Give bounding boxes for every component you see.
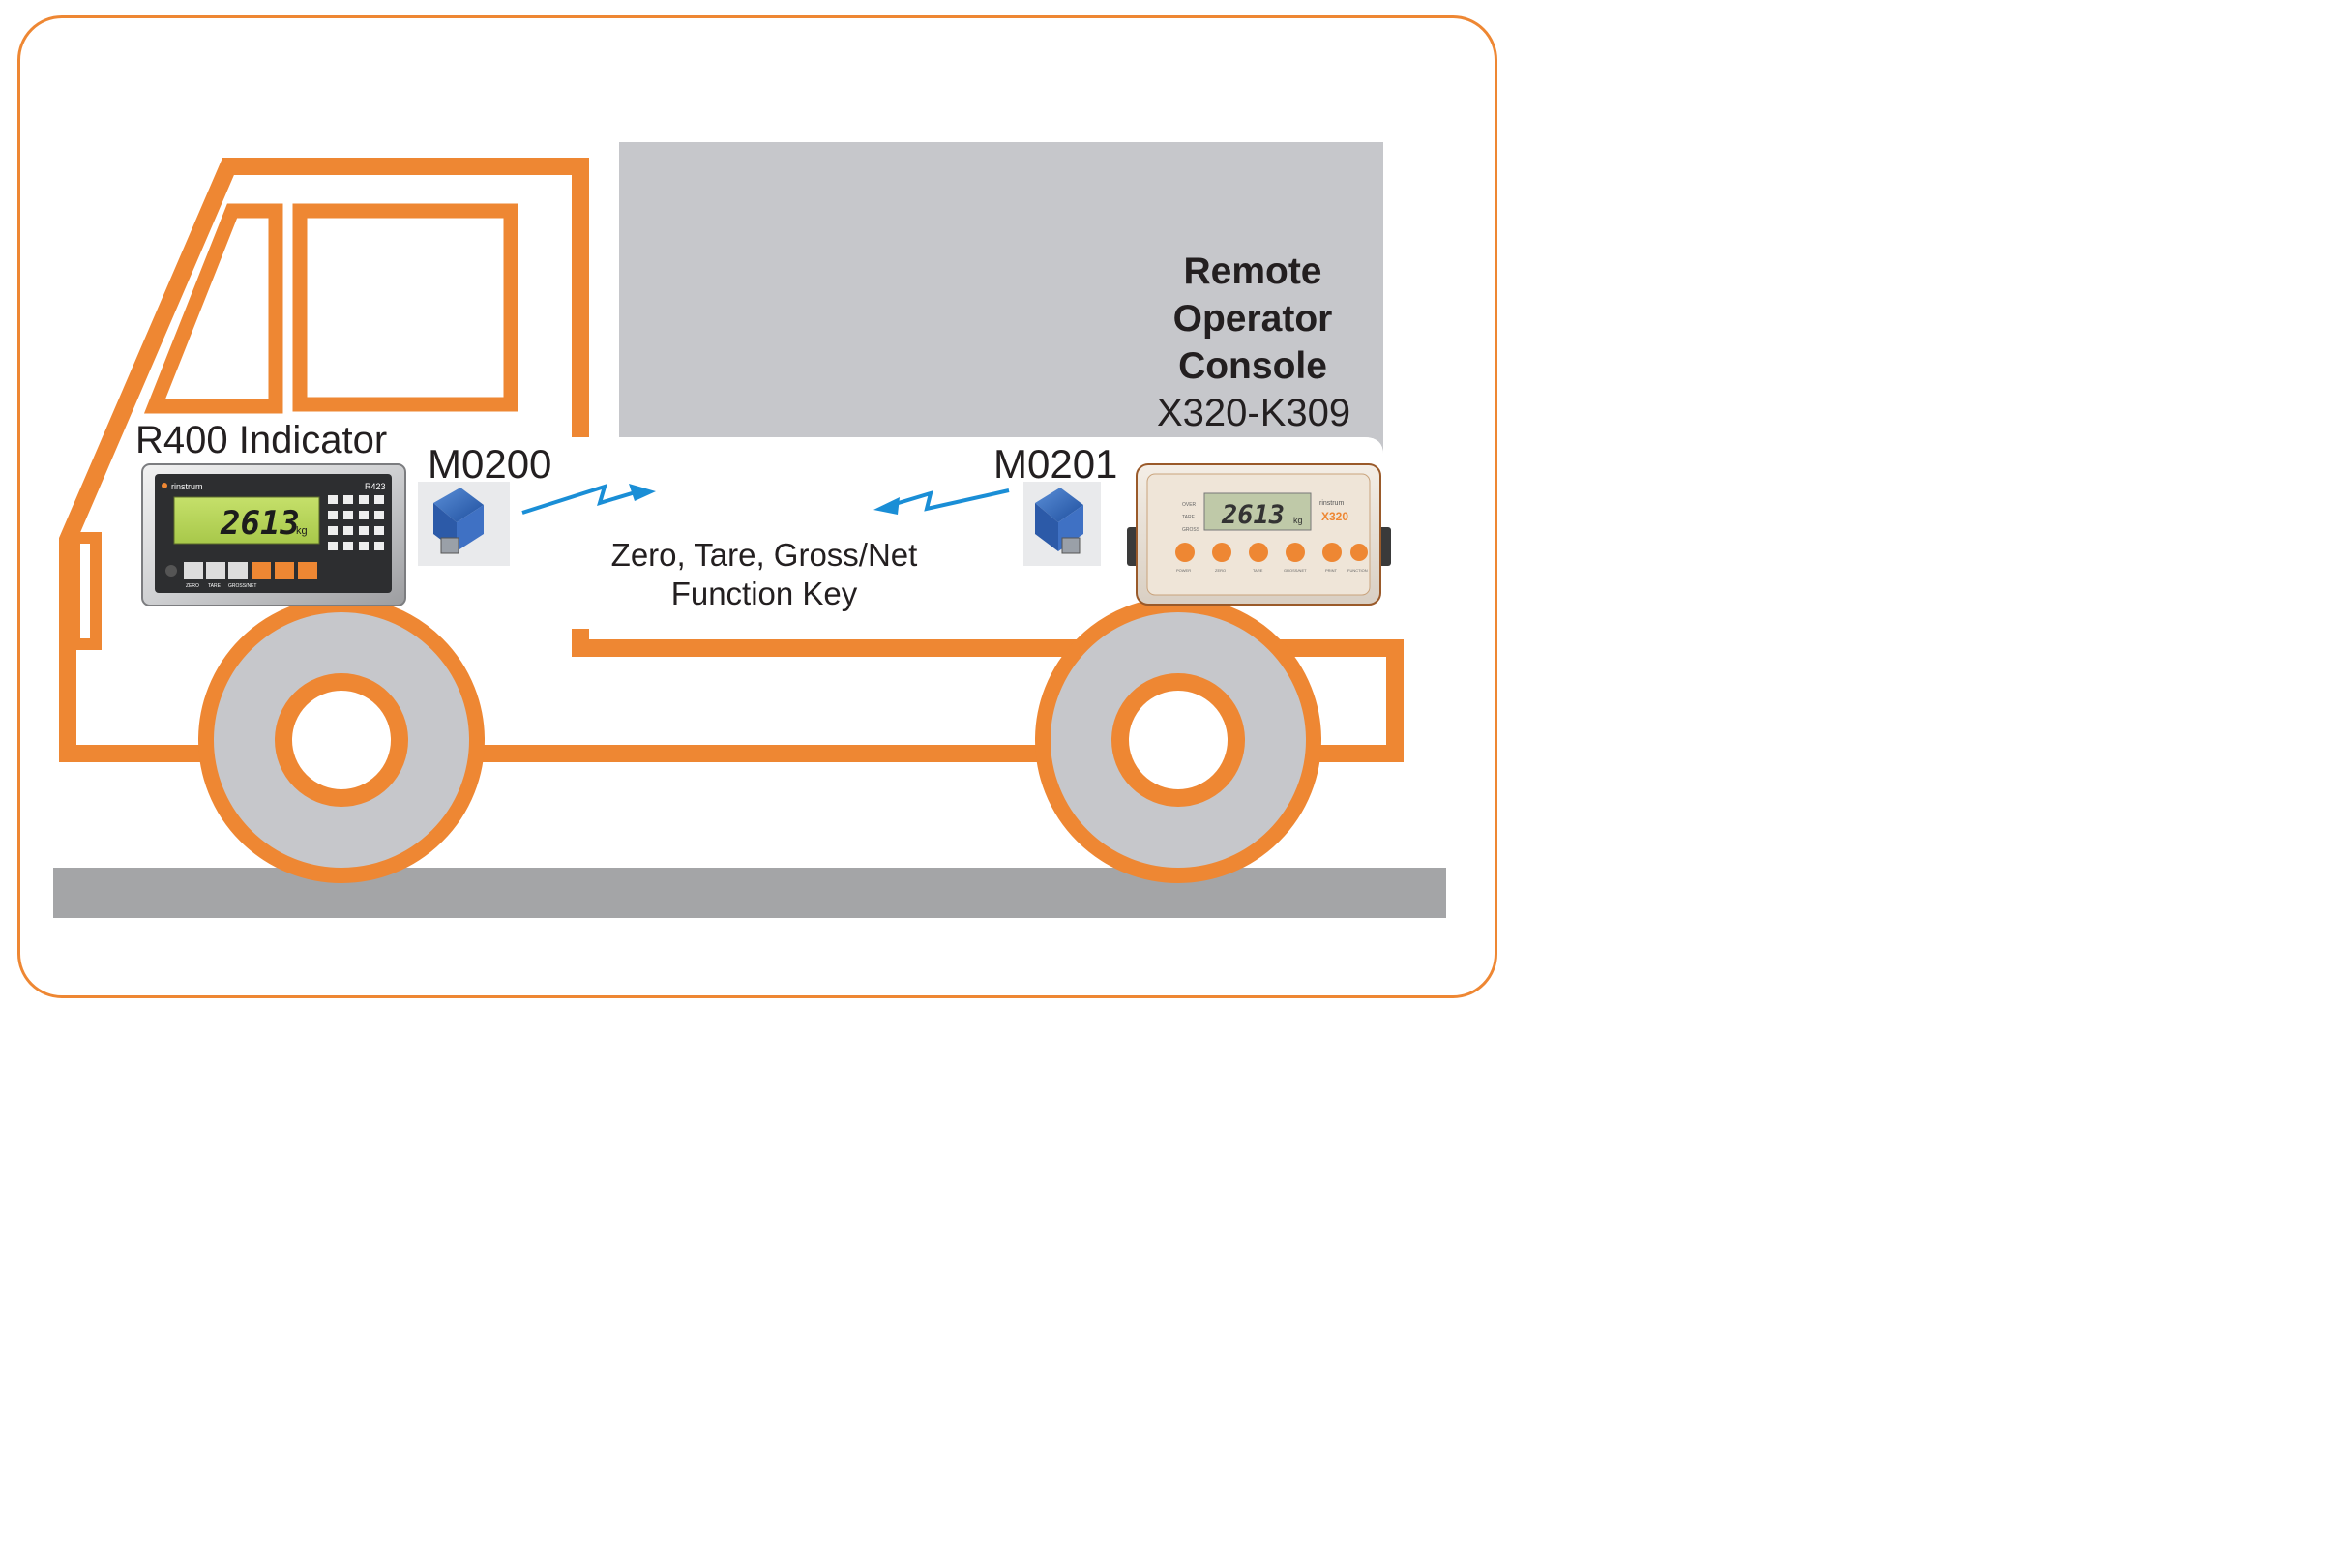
functions-caption-line1: Zero, Tare, Gross/Net [610,537,918,573]
indicator-zero-key [184,562,203,579]
r400-indicator-label: R400 Indicator [135,419,388,461]
ground-bar [53,868,1446,918]
rear-wheel [1035,597,1321,883]
indicator-key-grossnet-label: GROSS/NET [228,583,256,589]
indicator-lcd [173,496,320,545]
remote-console-title-line2: Operator [1172,298,1333,340]
console-tare-key [1249,543,1268,562]
console-key-label-function: FUNCTION [1347,568,1368,573]
remote-console-title-line1: Remote [1183,251,1322,292]
indicator-tare-key [206,562,225,579]
console-key-label-print: PRINT [1325,568,1338,573]
console-key-label-zero: ZERO [1215,568,1226,573]
indicator-keypad [328,495,384,550]
remote-console-title-line3: Console [1178,345,1327,387]
indicator-key-tare-label: TARE [208,583,222,589]
console-key-label-tare: TARE [1253,568,1263,573]
m0201-label: M0201 [993,441,1118,487]
r400-indicator-device: rinstrum R423 2613 kg ZERO TARE GROSS/NE… [141,463,406,606]
console-status-tare: TARE [1182,515,1196,520]
indicator-model: R423 [365,482,386,491]
indicator-power-button [165,565,177,577]
indicator-grossnet-key [228,562,248,579]
console-zero-key [1212,543,1231,562]
x320-remote-console-device: 2613 kg rinstrum X320 OVER TARE GROSS PO… [1127,463,1391,606]
console-model: X320 [1321,510,1348,523]
console-brand: rinstrum [1319,500,1344,507]
console-status-gross: GROSS [1182,527,1200,533]
functions-caption-line2: Function Key [670,576,858,611]
remote-console-title: Remote Operator Console [1141,248,1364,390]
console-reading: 2613 [1221,500,1285,530]
truck-cab-outline [59,158,1404,762]
front-wheel [198,597,485,883]
functions-caption: Zero, Tare, Gross/Net Function Key [580,536,948,613]
indicator-brand: rinstrum [171,482,203,491]
remote-console-model: X320-K309 [1157,392,1351,434]
console-print-key [1322,543,1342,562]
indicator-reading: 2613 [220,504,300,543]
truck-scene: rinstrum R423 2613 kg ZERO TARE GROSS/NE… [53,142,1446,918]
m0200-label: M0200 [428,441,552,487]
console-function-key [1350,544,1368,561]
console-grossnet-key [1286,543,1305,562]
console-key-label-power: POWER [1176,568,1191,573]
cab-window-front [143,203,283,414]
console-lcd [1203,492,1312,531]
indicator-key-zero-label: ZERO [186,583,199,589]
cab-window-side [292,203,518,412]
wireless-signal-icon [521,483,656,515]
console-key-label-grossnet: GROSS/NET [1284,568,1307,573]
console-power-key [1175,543,1195,562]
cargo-box [578,142,1383,602]
indicator-fn-key-3 [298,562,317,579]
m0200-module-icon [418,482,510,566]
indicator-unit: kg [296,525,308,537]
m0201-module-icon [1023,482,1101,566]
console-status-over: OVER [1182,502,1197,508]
console-unit: kg [1293,516,1303,525]
indicator-fn-key-1 [252,562,271,579]
indicator-fn-key-2 [275,562,294,579]
diagram-frame [17,15,1497,998]
wireless-signal-icon [873,488,1010,515]
headlight [69,532,102,650]
